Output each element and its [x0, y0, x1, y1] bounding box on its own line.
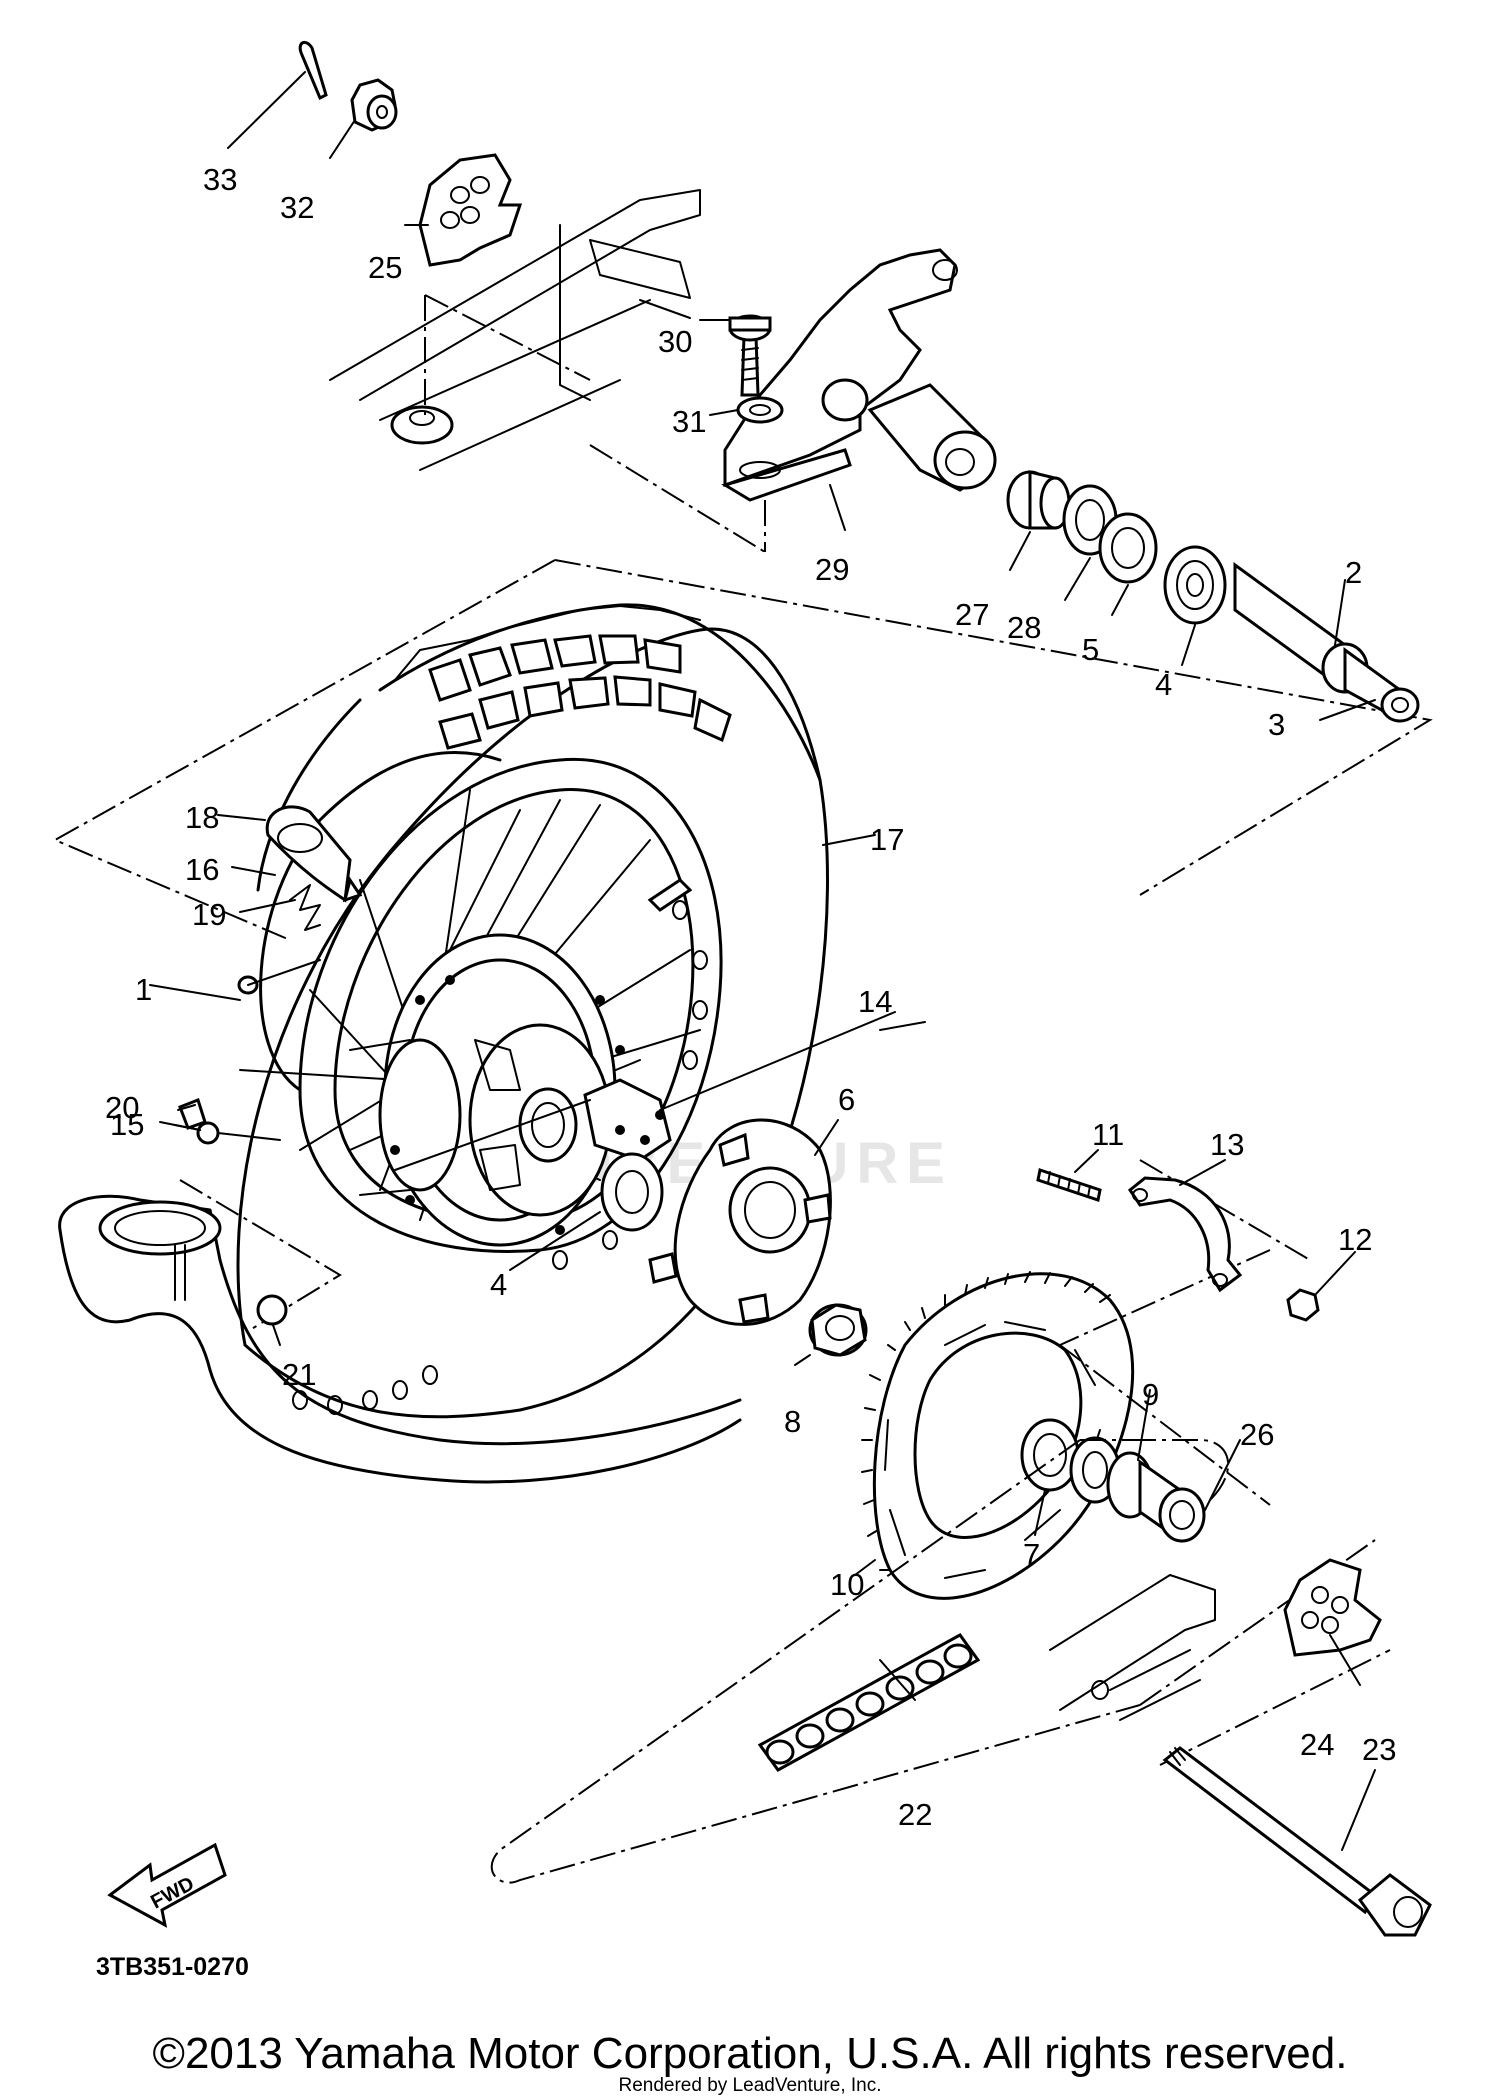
- swingarm-outline: [329, 189, 701, 471]
- inner-tube: [58, 1194, 742, 1484]
- callout-7: 7: [1023, 1537, 1040, 1572]
- callout-2: 2: [1345, 555, 1362, 590]
- clutch-hub-6: [648, 1118, 832, 1326]
- callout-33: 33: [203, 162, 237, 197]
- callout-17: 17: [870, 822, 904, 857]
- spacer-8: [808, 1303, 868, 1357]
- collar: [1006, 470, 1071, 530]
- nut-12: [1286, 1288, 1320, 1322]
- brake-arm: [721, 248, 997, 502]
- part-callouts: 1 2 3 4 4 5 6 7 8 9 10 11 12 13 14 15 16…: [105, 162, 1396, 1832]
- callout-11: 11: [1092, 1117, 1124, 1152]
- callout-16: 16: [185, 852, 219, 887]
- rear-sprocket-10: [861, 1271, 1135, 1600]
- axle-nut-32: [350, 78, 398, 132]
- callout-10: 10: [830, 1567, 864, 1602]
- sprocket-collar-7-9-26: [1020, 1418, 1206, 1543]
- rear-tire: [236, 603, 829, 1419]
- callout-1: 1: [135, 972, 152, 1007]
- screw-1: [237, 959, 321, 995]
- callout-4-upper: 4: [1155, 667, 1172, 702]
- wheel-hub: [349, 933, 617, 1247]
- swingarm-end-right: [1049, 1574, 1216, 1721]
- callout-12: 12: [1338, 1222, 1372, 1257]
- brake-hose-holder-13: [1127, 1176, 1243, 1293]
- callout-23: 23: [1362, 1732, 1396, 1767]
- drive-chain: [490, 1439, 1229, 1884]
- callout-9: 9: [1142, 1377, 1159, 1412]
- callout-28: 28: [1007, 610, 1041, 645]
- callout-6: 6: [838, 1082, 855, 1117]
- forward-direction-arrow: FWD: [107, 1842, 227, 1928]
- chain-puller-24: [1283, 1558, 1382, 1657]
- stud-11: [1036, 1168, 1102, 1202]
- callout-27: 27: [955, 597, 989, 632]
- diagram-code: 3TB351-0270: [96, 1953, 249, 1981]
- copyright-notice: ©2013 Yamaha Motor Corporation, U.S.A. A…: [152, 2029, 1348, 2078]
- callout-30: 30: [658, 324, 692, 359]
- chain-link-segment: [757, 1633, 981, 1772]
- callout-29: 29: [815, 552, 849, 587]
- callout-18: 18: [185, 800, 219, 835]
- spoke-bolt-15: [196, 1121, 281, 1145]
- callout-5: 5: [1082, 632, 1099, 667]
- callout-21: 21: [282, 1357, 316, 1392]
- leader-lines: [149, 71, 1376, 1851]
- rim-lock-16-18-19: [265, 805, 363, 931]
- callout-24: 24: [1300, 1727, 1334, 1762]
- callout-26: 26: [1240, 1417, 1274, 1452]
- bearing-lower-4: [600, 1152, 664, 1232]
- callout-14: 14: [858, 984, 892, 1019]
- valve-stem: [647, 878, 693, 912]
- rear-axle-23: [1162, 1746, 1432, 1937]
- callout-3: 3: [1268, 707, 1285, 742]
- cotter-pin-33: [298, 40, 328, 101]
- rim-nipple-holes: [292, 900, 708, 1415]
- brake-arm-bolt: [728, 314, 772, 397]
- callout-4-lower: 4: [490, 1267, 507, 1302]
- callout-15: 15: [110, 1107, 144, 1142]
- callout-19: 19: [192, 897, 226, 932]
- bearing-upper: [1163, 545, 1227, 625]
- wheel-axle-collar: [1233, 562, 1420, 723]
- callout-32: 32: [280, 190, 314, 225]
- tire-tread: [428, 634, 732, 750]
- callout-31: 31: [672, 404, 706, 439]
- callout-13: 13: [1210, 1127, 1244, 1162]
- hub-damper-14: [583, 1078, 672, 1162]
- nut-21: [256, 1294, 288, 1326]
- spacer-5: [1098, 512, 1158, 584]
- callout-22: 22: [898, 1797, 932, 1832]
- chain-puller-25: [418, 153, 523, 267]
- assembly-guide-lines: [52, 294, 1433, 1766]
- callout-8: 8: [784, 1404, 801, 1439]
- brake-arm-washer: [736, 396, 784, 424]
- callout-25: 25: [368, 250, 402, 285]
- rendered-by-credit: Rendered by LeadVenture, Inc.: [618, 2075, 882, 2096]
- callout-20: 20: [105, 1090, 139, 1125]
